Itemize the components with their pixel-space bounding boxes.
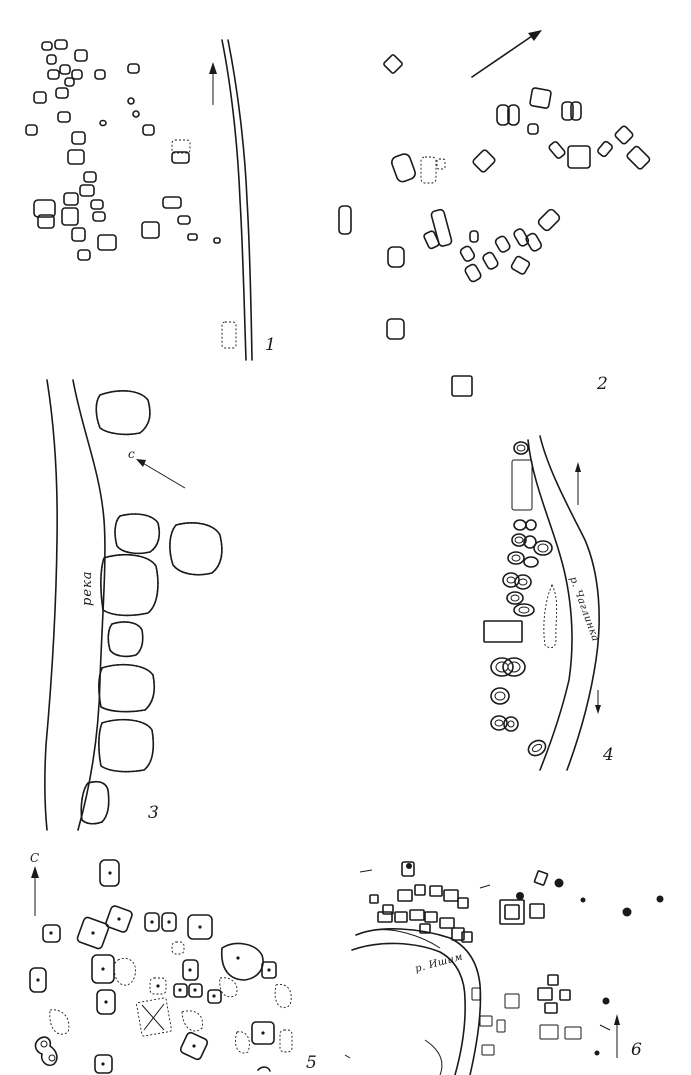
panel-2-plan: 2 <box>338 30 651 397</box>
panel-4-dwellings <box>483 441 558 757</box>
panel-6-number: 6 <box>631 1040 642 1060</box>
panel-5-north-label: С <box>30 851 39 865</box>
panel-4-flow-arrow-icon <box>595 690 601 714</box>
panel-3-river-bank-left <box>44 379 58 831</box>
panel-3-river-bank-right <box>72 379 106 831</box>
panel-3-river-label: река <box>80 570 95 606</box>
panel-1-north-arrow-icon <box>209 62 217 105</box>
panel-3-number: 3 <box>148 803 159 823</box>
panel-1-number: 1 <box>265 335 276 355</box>
panel-5-plan: С <box>29 851 317 1074</box>
panel-3-north-arrow-icon <box>136 459 186 489</box>
panel-5-spiral-feature <box>34 1036 58 1067</box>
panel-1-river-bank-right <box>227 39 253 361</box>
panel-5-dwellings <box>29 859 293 1074</box>
panel-4-river-bank-left <box>527 439 573 771</box>
panel-4-north-arrow-icon <box>575 462 581 505</box>
panel-3-plan: река с 3 <box>44 379 223 831</box>
panel-4-river-bank-right <box>539 435 600 771</box>
panel-5-north-arrow-icon <box>31 866 39 916</box>
panel-6-north-arrow-icon <box>614 1014 620 1058</box>
panel-1-dwellings <box>25 39 237 349</box>
panel-4-plan: р. Чаглинка <box>483 435 614 771</box>
panel-6-river-bank-upper <box>355 928 482 1075</box>
panel-2-dwellings <box>338 54 651 397</box>
panel-5-number: 5 <box>306 1053 317 1073</box>
panel-6-plan: р. Ишим <box>344 861 664 1075</box>
panel-1-plan: 1 <box>25 39 276 361</box>
panel-3-dwellings <box>80 390 223 825</box>
panel-6-river-label: р. Ишим <box>414 952 464 975</box>
panel-3-north-label: с <box>128 447 135 461</box>
panel-6-river-bank-lower <box>351 942 466 1075</box>
panel-1-river-bank-left <box>221 39 247 361</box>
panel-2-number: 2 <box>596 374 608 394</box>
panel-4-number: 4 <box>602 745 614 765</box>
panel-2-north-arrow-icon <box>471 30 542 78</box>
panel-6-structures <box>344 861 664 1059</box>
